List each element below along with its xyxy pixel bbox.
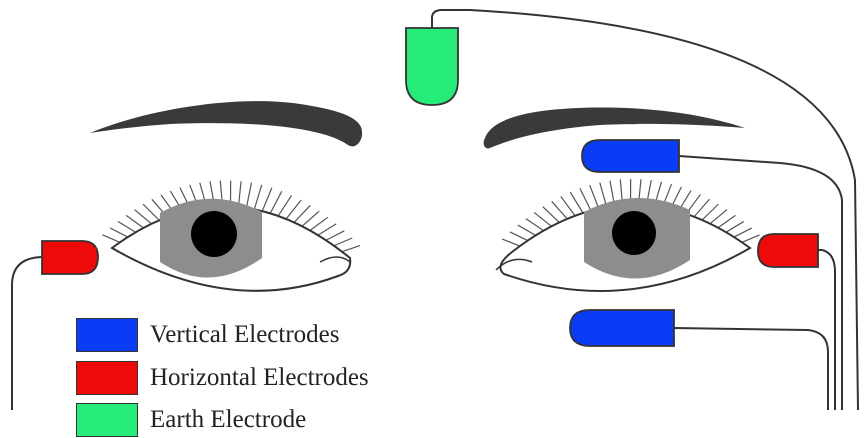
legend-swatch-earth: [76, 403, 138, 437]
right-horizontal-electrode: [758, 234, 818, 267]
eyelash: [326, 231, 344, 240]
eyelash: [118, 222, 136, 233]
eyelash: [742, 235, 759, 242]
eyelash: [502, 239, 520, 246]
eyelash: [580, 188, 591, 210]
eyelash: [518, 225, 536, 235]
eyelash: [590, 185, 599, 209]
eyelash: [718, 215, 735, 227]
left-eyebrow: [90, 101, 362, 146]
eyelash: [254, 185, 261, 210]
eyelash: [270, 191, 282, 213]
eyelash: [543, 207, 559, 223]
upper-vertical-electrode-wire: [679, 156, 842, 410]
eyelash: [310, 217, 328, 230]
legend-item-vertical: Vertical Electrodes: [76, 318, 340, 352]
eyelash: [334, 238, 352, 246]
eyelash: [710, 210, 727, 224]
eyelash: [294, 205, 310, 222]
eyelash: [702, 204, 718, 220]
legend-label-vertical: Vertical Electrodes: [150, 321, 340, 349]
eyelash: [110, 228, 128, 237]
legend-item-earth: Earth Electrode: [76, 403, 306, 437]
legend-item-horizontal: Horizontal Electrodes: [76, 361, 369, 395]
eyelash: [246, 183, 251, 208]
eyelash: [262, 188, 272, 211]
eyelash: [278, 195, 291, 216]
legend-swatch-horizontal: [76, 361, 138, 395]
lower-vertical-electrode: [570, 310, 674, 346]
left-eye: [102, 181, 360, 291]
left-horizontal-electrode-wire: [12, 257, 42, 410]
legend-label-horizontal: Horizontal Electrodes: [150, 364, 369, 392]
eyelash: [534, 212, 551, 226]
eyelash: [570, 192, 583, 213]
eyelash: [726, 222, 744, 233]
eyelash: [143, 204, 159, 220]
eyelash: [561, 196, 575, 215]
eyelash: [552, 201, 568, 219]
legend-label-earth: Earth Electrode: [150, 406, 306, 434]
eyelash: [510, 232, 528, 241]
eyelash: [302, 211, 319, 226]
eyelash: [734, 228, 752, 237]
eyelash: [526, 219, 544, 231]
lower-vertical-electrode-wire: [674, 328, 828, 410]
eyelash: [126, 215, 143, 227]
left-horizontal-electrode: [42, 241, 98, 274]
right-horizontal-electrode-wire: [818, 250, 835, 410]
left-pupil: [191, 211, 237, 257]
eyelash: [318, 224, 336, 235]
eyelash: [134, 210, 151, 224]
earth-electrode: [406, 28, 458, 105]
upper-vertical-electrode: [582, 140, 679, 172]
right-pupil: [612, 211, 656, 255]
right-eye: [496, 179, 759, 291]
legend-swatch-vertical: [76, 318, 138, 352]
eyelash: [102, 235, 119, 243]
eyelash: [342, 246, 360, 252]
eyelash: [694, 199, 709, 217]
eyelash: [286, 200, 301, 219]
